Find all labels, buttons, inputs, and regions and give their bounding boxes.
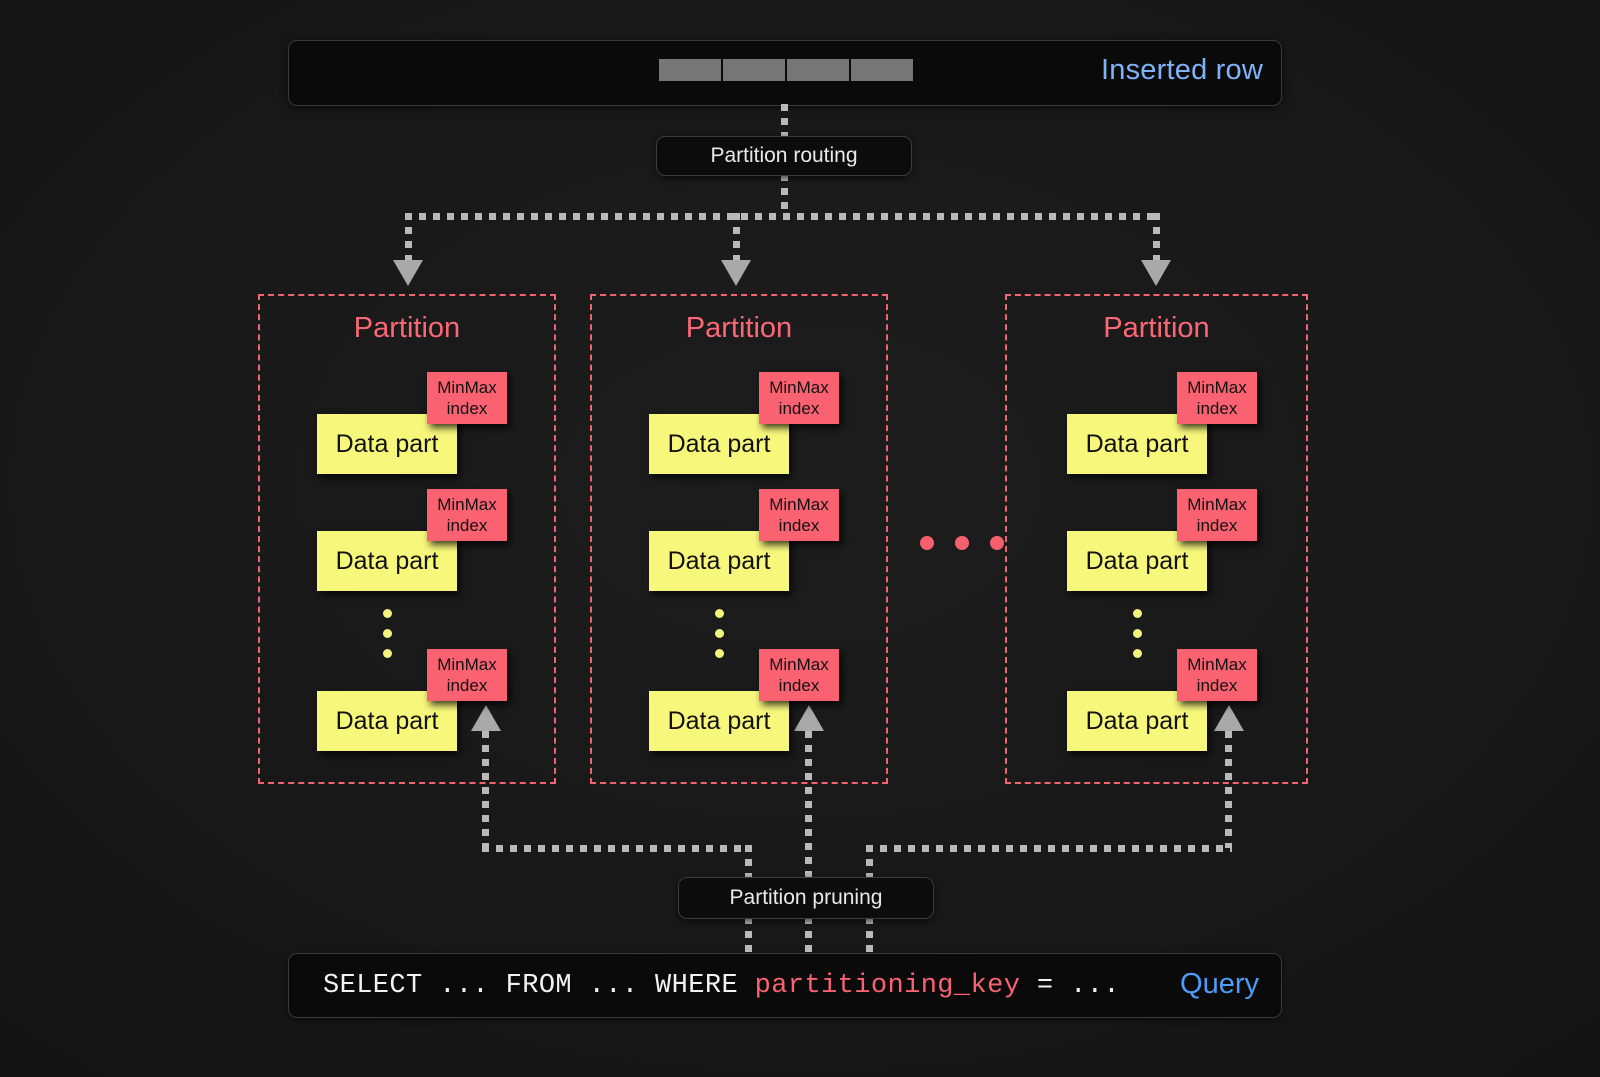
partition-box-2: Partition Data part MinMax index Data pa…: [590, 294, 888, 784]
partition-title-2: Partition: [685, 312, 793, 344]
minmax-index-1-2[interactable]: MinMax index: [427, 489, 507, 541]
minmax-line1: MinMax: [437, 495, 497, 514]
ellipsis-dot: [715, 649, 724, 658]
partition-box-3: Partition Data part MinMax index Data pa…: [1005, 294, 1308, 784]
partition-title-1: Partition: [353, 312, 461, 344]
ellipsis-dot: [990, 536, 1004, 550]
connector-pruning-to-query-2: [805, 917, 812, 957]
ellipsis-dot: [955, 536, 969, 550]
connector-routing-bus: [405, 213, 1160, 220]
row-cell-4: [851, 59, 913, 81]
minmax-index-1-3[interactable]: MinMax index: [427, 649, 507, 701]
data-part-1-1[interactable]: Data part: [317, 414, 457, 474]
row-cell-1: [659, 59, 721, 81]
minmax-line2: index: [778, 676, 820, 695]
minmax-line2: index: [778, 399, 820, 418]
connector-insert-to-routing: [781, 104, 788, 138]
connector-pruning-to-query-1: [745, 917, 752, 957]
connector-prune-branch-2: [805, 731, 812, 885]
ellipsis-dot: [383, 609, 392, 618]
inserted-row-bar: Inserted row: [288, 40, 1282, 106]
partition-pruning-box[interactable]: Partition pruning: [678, 877, 934, 919]
connector-prune-branch-3: [1225, 731, 1232, 848]
minmax-index-3-2[interactable]: MinMax index: [1177, 489, 1257, 541]
minmax-index-3-1[interactable]: MinMax index: [1177, 372, 1257, 424]
partition-ellipsis: [920, 536, 1004, 550]
connector-routing-stem: [781, 174, 788, 216]
minmax-line2: index: [778, 516, 820, 535]
connector-prune-bus-right: [866, 845, 1232, 852]
data-part-1-2[interactable]: Data part: [317, 531, 457, 591]
data-part-2-1[interactable]: Data part: [649, 414, 789, 474]
inserted-row-label: Inserted row: [1101, 54, 1263, 86]
data-part-2-3[interactable]: Data part: [649, 691, 789, 751]
minmax-line1: MinMax: [769, 495, 829, 514]
partition-box-1: Partition Data part MinMax index Data pa…: [258, 294, 556, 784]
arrow-down-partition-3: [1141, 260, 1171, 286]
minmax-line1: MinMax: [769, 655, 829, 674]
connector-prune-bus-left: [482, 845, 752, 852]
data-part-3-3[interactable]: Data part: [1067, 691, 1207, 751]
query-sql-prefix: SELECT ... FROM ... WHERE: [323, 971, 755, 1001]
query-partitioning-key: partitioning_key: [754, 971, 1021, 1001]
minmax-line1: MinMax: [1187, 378, 1247, 397]
minmax-line2: index: [1196, 676, 1238, 695]
minmax-index-3-3[interactable]: MinMax index: [1177, 649, 1257, 701]
connector-routing-branch-1: [405, 213, 412, 265]
query-bar: SELECT ... FROM ... WHERE partitioning_k…: [288, 953, 1282, 1018]
query-sql-suffix: = ...: [1020, 971, 1120, 1001]
data-part-ellipsis-3: [1133, 609, 1142, 658]
row-cell-3: [787, 59, 849, 81]
data-part-3-2[interactable]: Data part: [1067, 531, 1207, 591]
data-part-ellipsis-1: [383, 609, 392, 658]
ellipsis-dot: [1133, 609, 1142, 618]
arrow-down-partition-1: [393, 260, 423, 286]
minmax-line2: index: [446, 516, 488, 535]
minmax-index-2-3[interactable]: MinMax index: [759, 649, 839, 701]
ellipsis-dot: [1133, 649, 1142, 658]
arrow-down-partition-2: [721, 260, 751, 286]
minmax-line1: MinMax: [437, 378, 497, 397]
query-sql-text: SELECT ... FROM ... WHERE partitioning_k…: [323, 971, 1120, 1001]
minmax-line2: index: [1196, 399, 1238, 418]
connector-prune-branch-1: [482, 731, 489, 848]
minmax-line2: index: [446, 399, 488, 418]
minmax-index-1-1[interactable]: MinMax index: [427, 372, 507, 424]
minmax-line2: index: [446, 676, 488, 695]
connector-prune-drop-right: [866, 845, 873, 885]
ellipsis-dot: [1133, 629, 1142, 638]
minmax-index-2-2[interactable]: MinMax index: [759, 489, 839, 541]
arrow-up-partition-2: [794, 705, 824, 731]
ellipsis-dot: [715, 629, 724, 638]
partition-pruning-label: Partition pruning: [729, 886, 883, 909]
data-part-3-1[interactable]: Data part: [1067, 414, 1207, 474]
minmax-line1: MinMax: [1187, 655, 1247, 674]
ellipsis-dot: [383, 649, 392, 658]
minmax-line1: MinMax: [437, 655, 497, 674]
minmax-line1: MinMax: [769, 378, 829, 397]
partition-routing-label: Partition routing: [710, 144, 858, 167]
inserted-row-cells: [659, 59, 913, 81]
connector-routing-branch-3: [1153, 213, 1160, 265]
data-part-2-2[interactable]: Data part: [649, 531, 789, 591]
data-part-1-3[interactable]: Data part: [317, 691, 457, 751]
data-part-ellipsis-2: [715, 609, 724, 658]
minmax-line2: index: [1196, 516, 1238, 535]
query-label: Query: [1180, 968, 1259, 1000]
ellipsis-dot: [715, 609, 724, 618]
connector-routing-branch-2: [733, 213, 740, 265]
arrow-up-partition-1: [471, 705, 501, 731]
arrow-up-partition-3: [1214, 705, 1244, 731]
connector-pruning-to-query-3: [866, 917, 873, 957]
partition-title-3: Partition: [1103, 312, 1210, 344]
partition-routing-box[interactable]: Partition routing: [656, 136, 912, 176]
row-cell-2: [723, 59, 785, 81]
ellipsis-dot: [383, 629, 392, 638]
minmax-line1: MinMax: [1187, 495, 1247, 514]
ellipsis-dot: [920, 536, 934, 550]
connector-prune-drop-left: [745, 845, 752, 885]
minmax-index-2-1[interactable]: MinMax index: [759, 372, 839, 424]
